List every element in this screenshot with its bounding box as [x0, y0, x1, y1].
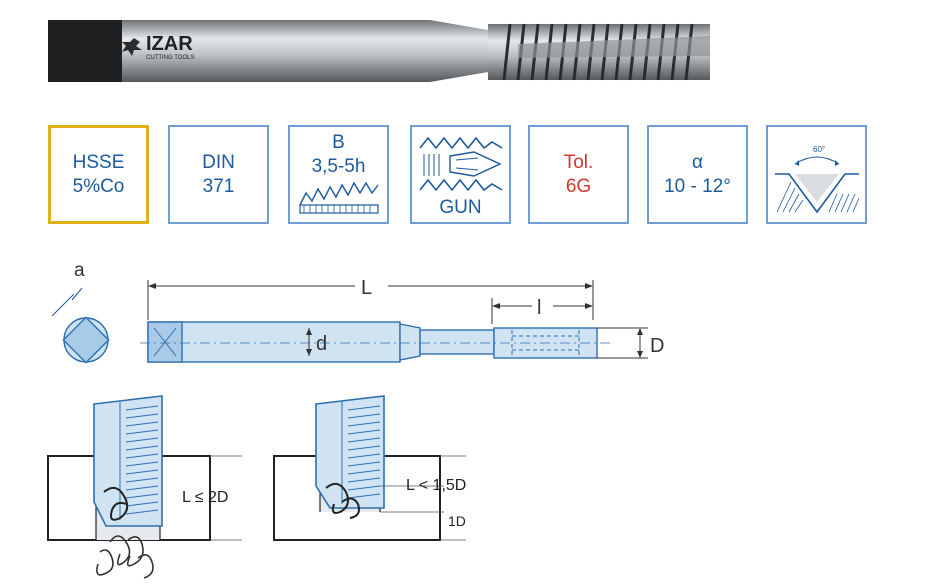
square-end-view: a	[51, 260, 110, 364]
izar-logo: IZAR CUTTING TOOLS	[122, 33, 194, 61]
dim-d-label: d	[316, 333, 327, 355]
rake-angle-symbol: α	[692, 151, 703, 173]
gun-point-icon	[418, 136, 502, 192]
through-hole-diagram: L ≤ 2D	[47, 395, 242, 579]
tool-neck	[430, 20, 488, 82]
blind-hole-diagram: L < 1,5D 1D	[273, 395, 466, 541]
drawing-shank	[147, 321, 401, 363]
tool-photo: IZAR CUTTING TOOLS	[48, 20, 710, 82]
tolerance-badge: Tol. 6G	[528, 125, 629, 224]
dimension-drawing: a L l d D	[51, 260, 664, 364]
dim-l-line	[491, 298, 589, 324]
through-hole-label: L ≤ 2D	[182, 489, 228, 506]
logo-star-icon	[122, 38, 142, 56]
dim-D-label: D	[650, 335, 664, 357]
gun-label: GUN	[439, 197, 482, 218]
dim-L-line	[147, 280, 594, 320]
application-diagrams: L ≤ 2D L < 1,5D 1D	[47, 395, 466, 579]
tool-shank	[122, 20, 430, 82]
blind-hole-label: L < 1,5D	[406, 477, 466, 494]
thread-angle-icon: 60°	[774, 145, 859, 213]
thread-angle-label: 60°	[813, 145, 825, 154]
material-line2: 5%Co	[72, 175, 125, 197]
brand-tagline: CUTTING TOOLS	[146, 55, 194, 61]
thread-tol-line2: 3,5-5h	[311, 156, 366, 177]
dim-a-label: a	[74, 260, 85, 281]
drawing-neck	[419, 329, 495, 355]
rake-angle-badge: α 10 - 12°	[647, 125, 748, 224]
brand-name: IZAR	[146, 33, 193, 55]
standard-line2: 371	[202, 175, 235, 197]
thread-angle-badge: 60°	[766, 125, 867, 224]
tolerance-line2: 6G	[565, 175, 592, 197]
tool-square-end	[48, 20, 128, 82]
dim-L-label: L	[361, 277, 372, 299]
thread-tol-line1: B	[332, 132, 345, 153]
standard-line1: DIN	[202, 151, 235, 173]
standard-badge: DIN 371	[168, 125, 269, 224]
tool-flute	[518, 36, 710, 58]
thread-tolerance-badge: B 3,5-5h	[288, 125, 389, 224]
dim-l-label: l	[537, 297, 541, 319]
tolerance-line1: Tol.	[563, 151, 594, 173]
blind-hole-sub-label: 1D	[448, 513, 466, 529]
thread-profile-icon	[298, 181, 379, 214]
material-line1: HSSE	[72, 151, 125, 173]
gun-point-badge: GUN	[410, 125, 511, 224]
rake-angle-range: 10 - 12°	[664, 175, 731, 197]
material-badge: HSSE 5%Co	[48, 125, 149, 224]
